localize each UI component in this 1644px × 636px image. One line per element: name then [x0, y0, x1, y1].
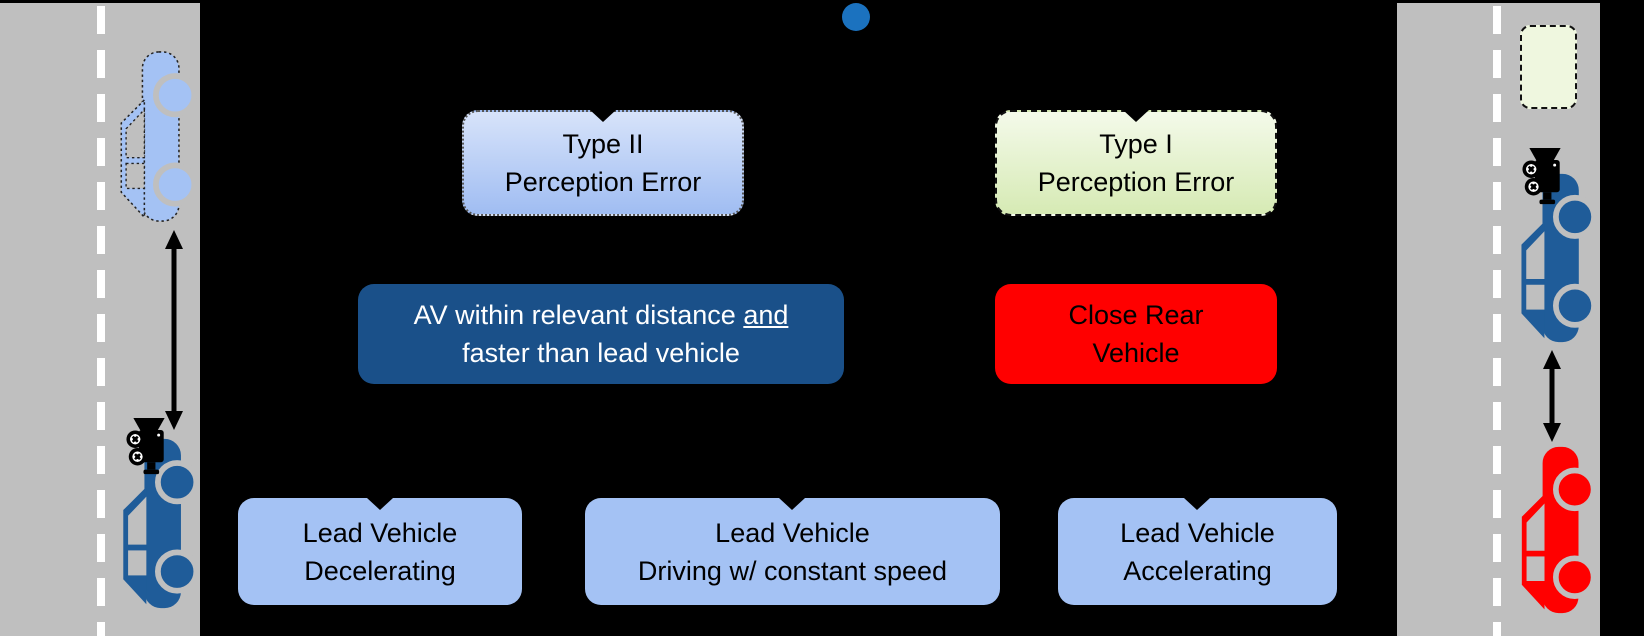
and-underlined: and — [743, 300, 789, 330]
av-condition-box: AV within relevant distance and faster t… — [358, 284, 844, 384]
type1-line2: Perception Error — [1037, 167, 1235, 197]
arrow-tip-notch — [779, 498, 805, 510]
distance-arrow-icon-left — [165, 230, 183, 430]
lane-divider-dashed-left — [97, 6, 105, 636]
arrow-tip-notch — [1123, 110, 1149, 122]
rear-car-icon — [1508, 445, 1598, 615]
lead-const-line1: Lead Vehicle — [715, 517, 870, 548]
av-condition-line2: faster than lead vehicle — [462, 338, 740, 368]
lead-vehicle-accelerating-box: Lead Vehicle Accelerating — [1058, 498, 1337, 605]
type2-perception-error-box: Type II Perception Error — [462, 110, 744, 216]
av-condition-line1: AV within relevant distance and — [413, 300, 789, 330]
lane-divider-dashed-right — [1493, 6, 1501, 636]
close-rear-line1: Close Rear — [1068, 300, 1204, 330]
close-rear-line2: Vehicle — [1092, 338, 1180, 368]
close-rear-vehicle-box: Close Rear Vehicle — [995, 284, 1277, 384]
type1-line1: Type I — [1099, 129, 1173, 159]
lead-vehicle-decelerating-box: Lead Vehicle Decelerating — [238, 498, 522, 605]
distance-arrow-icon-right — [1543, 350, 1561, 442]
lead-accel-line2: Accelerating — [1123, 555, 1272, 586]
camera-icon-right — [1522, 148, 1562, 205]
arrow-tip-notch — [1184, 498, 1210, 510]
lead-const-line2: Driving w/ constant speed — [637, 555, 948, 586]
lead-vehicle-constant-speed-box: Lead Vehicle Driving w/ constant speed — [585, 498, 1000, 605]
lead-decel-line2: Decelerating — [304, 555, 456, 586]
type2-line2: Perception Error — [504, 167, 702, 197]
type1-perception-error-box: Type I Perception Error — [995, 110, 1277, 216]
type2-line1: Type II — [562, 129, 644, 159]
lead-decel-line1: Lead Vehicle — [302, 517, 458, 548]
ghost-detection-box — [1520, 25, 1577, 109]
lead-accel-line1: Lead Vehicle — [1120, 517, 1275, 548]
arrow-tip-notch — [367, 498, 393, 510]
arrow-tip-notch — [590, 110, 616, 122]
ghost-lead-car-icon — [108, 50, 198, 223]
camera-icon-left — [126, 418, 166, 475]
blue-dot-marker — [842, 3, 870, 31]
